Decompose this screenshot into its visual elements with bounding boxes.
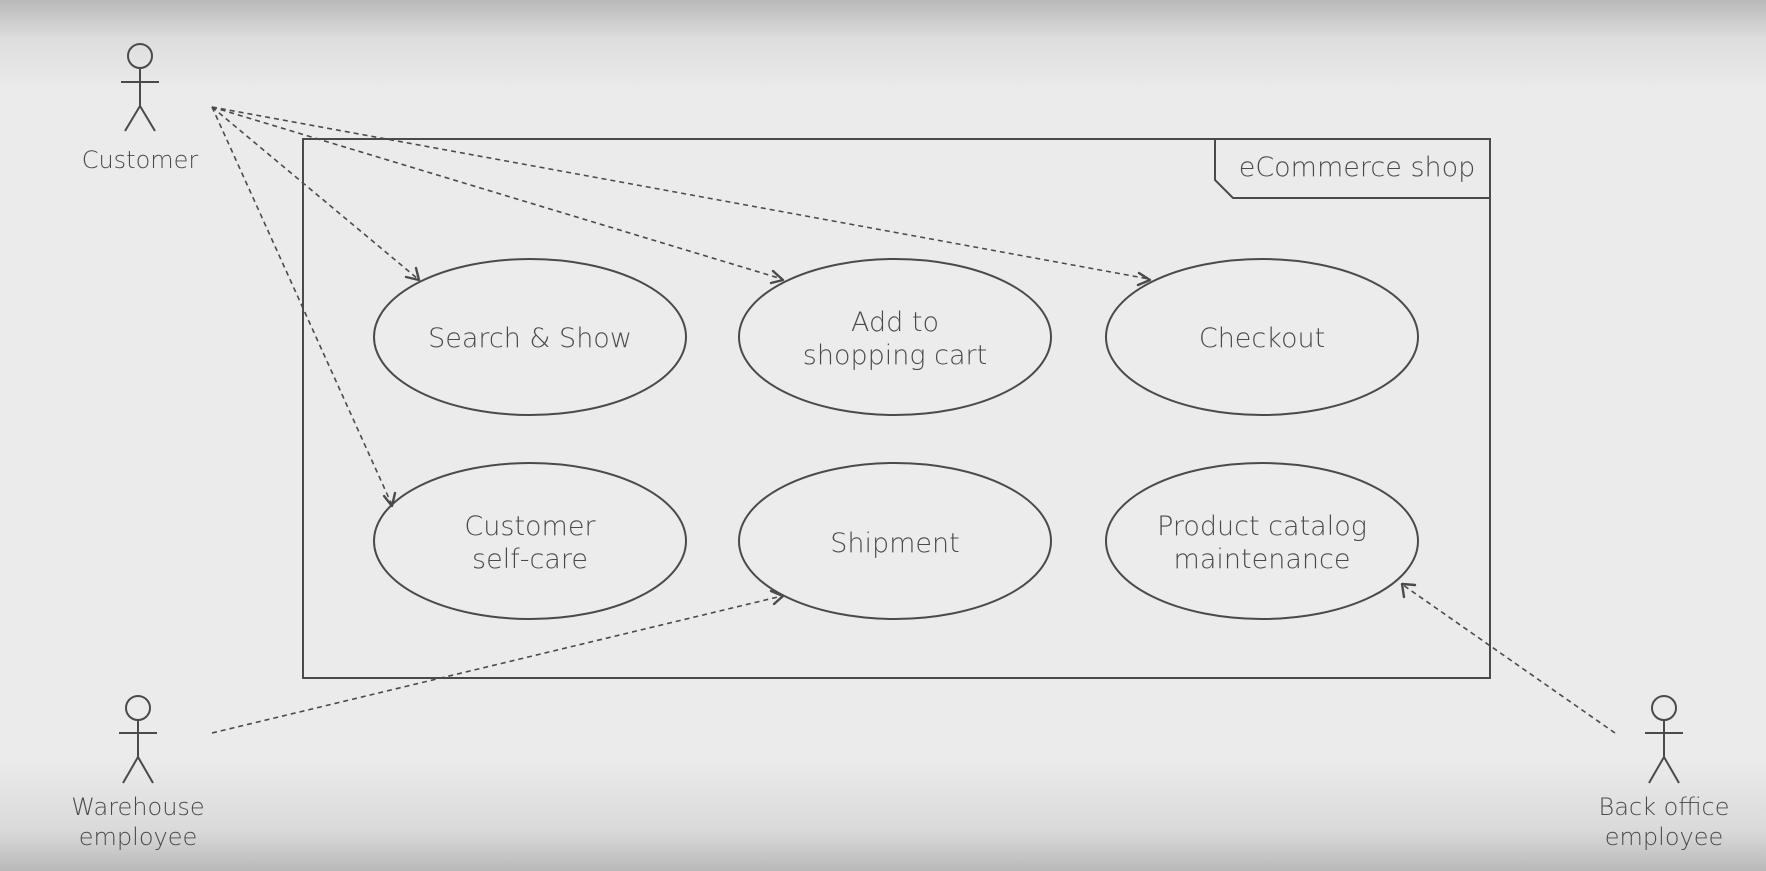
use-case-label-line2: maintenance <box>1174 544 1351 575</box>
use-case-shipment[interactable]: Shipment <box>738 462 1052 620</box>
association-line <box>211 106 393 506</box>
actor-label-line1: Back office <box>1599 793 1730 821</box>
use-case-label-line1: Product catalog <box>1157 511 1367 542</box>
arrowhead-icon <box>769 589 785 606</box>
association-customer-add-to-cart[interactable] <box>211 106 785 285</box>
use-case-label-line1: Customer <box>464 511 596 542</box>
association-line <box>211 106 783 280</box>
actor-label: Customer <box>82 146 199 174</box>
use-case-ellipse <box>738 462 1052 620</box>
use-case-label-line2: shopping cart <box>803 340 987 371</box>
system-boundary-title: eCommerce shop <box>1239 152 1476 183</box>
use-case-label: Shipment <box>830 528 960 559</box>
stick-figure-icon <box>1645 695 1683 784</box>
system-boundary-frame <box>302 138 1491 679</box>
use-case-label-line1: Add to <box>851 307 939 338</box>
arrowhead-icon <box>769 269 785 285</box>
association-backoffice-catalog[interactable] <box>1400 582 1616 734</box>
use-case-add-to-cart[interactable]: Add to shopping cart <box>738 258 1052 416</box>
use-case-product-catalog[interactable]: Product catalog maintenance <box>1105 462 1419 620</box>
actor-label-line2: employee <box>79 823 197 851</box>
use-case-ellipse <box>373 462 687 620</box>
system-boundary: eCommerce shop <box>302 138 1491 679</box>
association-line <box>211 106 419 280</box>
use-case-self-care[interactable]: Customer self-care <box>373 462 687 620</box>
arrowhead-icon <box>1136 271 1152 287</box>
arrowhead-icon <box>1400 582 1417 599</box>
use-case-ellipse <box>1105 258 1419 416</box>
arrowhead-icon <box>404 266 421 282</box>
association-customer-self-care[interactable] <box>211 106 397 508</box>
association-customer-search <box>211 106 421 282</box>
use-case-label-line2: self-care <box>472 544 588 575</box>
use-case-ellipse <box>373 258 687 416</box>
association-line <box>1402 584 1616 734</box>
use-case-checkout[interactable]: Checkout <box>1105 258 1419 416</box>
actor-customer[interactable]: Customer <box>82 43 199 174</box>
use-case-label: Checkout <box>1199 323 1325 354</box>
system-boundary-tab <box>1214 139 1490 199</box>
use-case-ellipse <box>738 258 1052 416</box>
association-line <box>211 595 783 734</box>
actor-label-line2: employee <box>1605 823 1723 851</box>
actor-back-office-employee[interactable]: Back office employee <box>1599 695 1730 851</box>
association-line <box>211 106 1150 280</box>
actor-warehouse-employee[interactable]: Warehouse employee <box>71 695 205 851</box>
stick-figure-icon <box>121 43 159 132</box>
use-case-label: Search & Show <box>428 323 632 354</box>
association-customer-checkout[interactable] <box>211 106 1152 287</box>
arrowhead-icon <box>382 491 397 508</box>
actor-label-line1: Warehouse <box>71 793 204 821</box>
associations <box>211 106 1616 734</box>
use-case-search-show[interactable]: Search & Show <box>373 258 687 416</box>
use-case-ellipse <box>1105 462 1419 620</box>
association-warehouse-shipment[interactable] <box>211 589 785 734</box>
stick-figure-icon <box>119 695 157 784</box>
